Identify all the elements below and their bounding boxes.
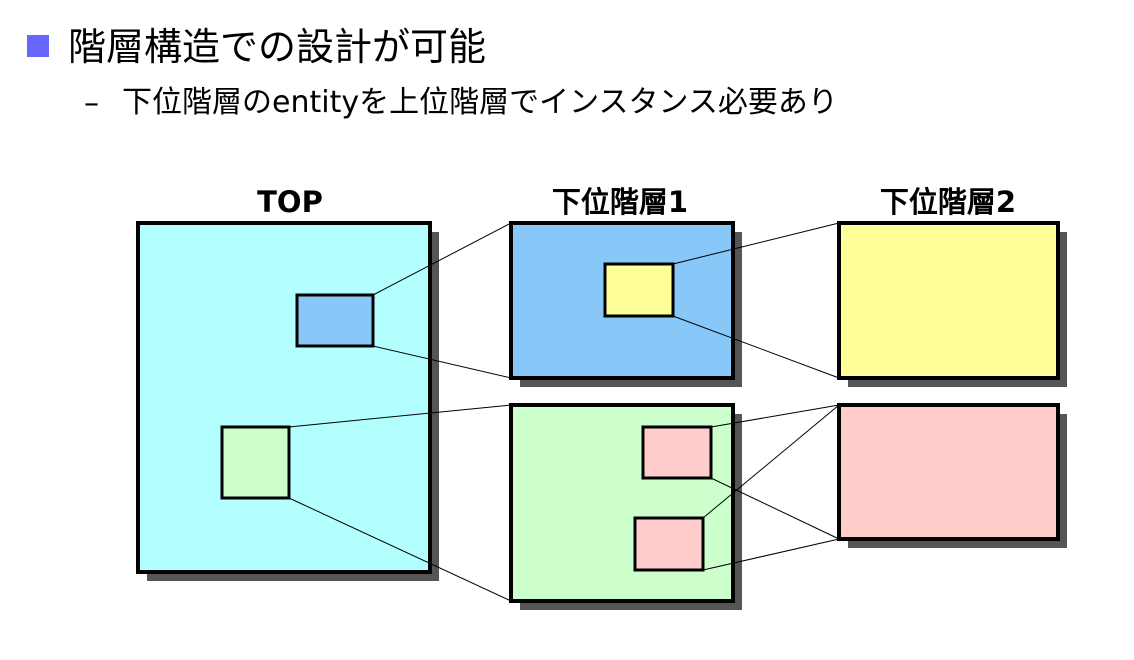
level2-pink-box: [837, 403, 1060, 541]
connector-lines: [288, 222, 840, 602]
top-label: TOP: [257, 185, 323, 219]
slide-heading: 階層構造での設計が可能: [68, 25, 487, 69]
top-blue-instance: [295, 293, 375, 348]
level2-label: 下位階層2: [880, 185, 1016, 219]
level2-yellow-box: [837, 221, 1060, 380]
square-bullet-icon: [27, 35, 49, 57]
dash-bullet-icon: –: [84, 86, 99, 121]
level1-label: 下位階層1: [552, 185, 688, 219]
top-green-instance: [220, 425, 291, 500]
top-box: [136, 221, 432, 574]
level1-pink-instance-upper: [641, 425, 713, 480]
slide-subpoint: 下位階層のentityを上位階層でインスタンス必要あり: [122, 85, 838, 120]
level1-yellow-instance: [603, 262, 675, 318]
level1-pink-instance-lower: [633, 516, 705, 572]
